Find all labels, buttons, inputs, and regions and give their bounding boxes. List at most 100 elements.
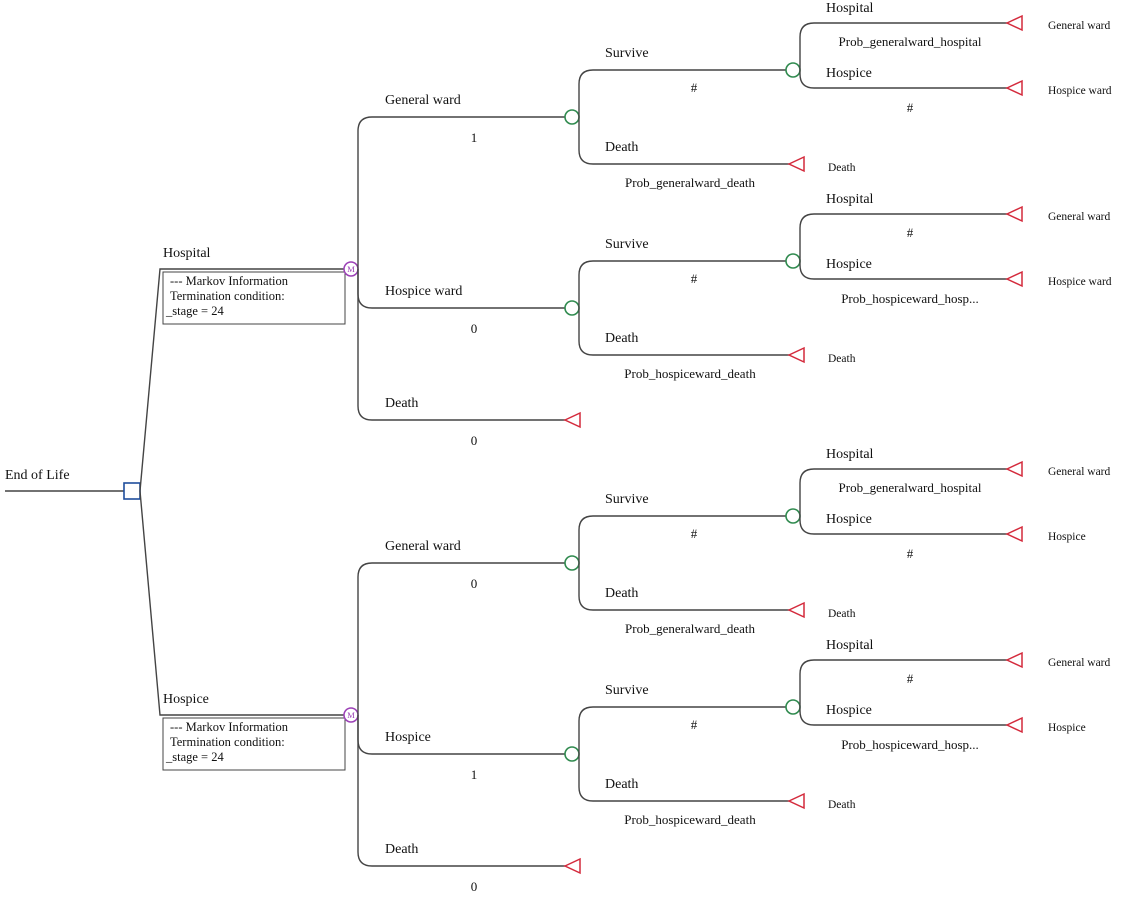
chance-node-icon [785, 699, 801, 715]
state-probability: 0 [471, 321, 478, 336]
chance-node-icon [785, 508, 801, 524]
markov-info-line: _stage = 24 [165, 750, 224, 764]
state-probability: 1 [471, 767, 478, 782]
survive-probability: # [691, 526, 698, 541]
state-label: General ward [385, 539, 461, 554]
outcome-label: Hospital [826, 638, 874, 653]
terminal-label: General ward [1048, 211, 1111, 223]
outcome-label: Hospital [826, 192, 874, 207]
terminal-label: Death [828, 162, 856, 174]
survive-probability: # [691, 271, 698, 286]
terminal-node-icon [787, 792, 805, 810]
state-probability: 0 [471, 433, 478, 448]
terminal-label: Death [828, 799, 856, 811]
outcome-label: Hospice [826, 512, 872, 527]
survive-label: Survive [605, 237, 649, 252]
death-probability: Prob_generalward_death [625, 175, 755, 190]
outcome-branch-line [799, 213, 1007, 261]
terminal-label: Hospice ward [1048, 85, 1112, 97]
survive-label: Survive [605, 46, 649, 61]
terminal-node-icon [563, 857, 581, 875]
markov-node-letter: M [347, 264, 355, 274]
outcome-branch-line [799, 516, 1007, 535]
markov-info-box-frame [162, 271, 346, 325]
strategy-label: Hospital [163, 246, 211, 261]
survive-probability: # [691, 717, 698, 732]
death-label: Death [605, 777, 638, 792]
outcome-label: Hospital [826, 1, 874, 16]
root-label: End of Life [5, 468, 70, 483]
markov-info-line: --- Markov Information [170, 274, 289, 288]
chance-node-icon [785, 253, 801, 269]
outcome-label: Hospice [826, 703, 872, 718]
terminal-label: General ward [1048, 20, 1111, 32]
terminal-label: Hospice [1048, 722, 1086, 734]
outcome-branch-line [799, 70, 1007, 89]
outcome-probability: # [907, 100, 914, 115]
state-branch-line [357, 562, 565, 715]
markov-info-box-frame [162, 717, 346, 771]
strategy-branch-line [139, 268, 344, 492]
state-probability: 1 [471, 130, 478, 145]
outcome-branch-line [799, 707, 1007, 726]
chance-node-icon [564, 746, 580, 762]
survive-label: Survive [605, 492, 649, 507]
outcome-probability: # [907, 671, 914, 686]
outcome-probability: Prob_generalward_hospital [839, 480, 982, 495]
terminal-node-icon [787, 346, 805, 364]
survive-probability: # [691, 80, 698, 95]
terminal-label: Death [828, 608, 856, 620]
survive-branch-line [578, 706, 786, 754]
terminal-label: General ward [1048, 466, 1111, 478]
terminal-label: Hospice ward [1048, 276, 1112, 288]
death-label: Death [605, 331, 638, 346]
terminal-node-icon [563, 411, 581, 429]
terminal-node-icon [787, 155, 805, 173]
state-branch-line [357, 715, 565, 867]
terminal-node-icon [1005, 205, 1023, 223]
terminal-node-icon [1005, 525, 1023, 543]
chance-node-icon [564, 109, 580, 125]
state-branch-line [357, 269, 565, 421]
chance-node-icon [564, 555, 580, 571]
death-branch-line [578, 117, 789, 165]
terminal-node-icon [1005, 79, 1023, 97]
outcome-probability: # [907, 546, 914, 561]
state-branch-line [357, 116, 565, 269]
outcome-label: Hospice [826, 257, 872, 272]
strategy-branch-line [139, 490, 344, 716]
death-probability: Prob_hospiceward_death [624, 366, 756, 381]
terminal-node-icon [1005, 270, 1023, 288]
outcome-branch-line [799, 261, 1007, 280]
terminal-label: General ward [1048, 657, 1111, 669]
markov-info-line: _stage = 24 [165, 304, 224, 318]
death-branch-line [578, 754, 789, 802]
terminal-node-icon [1005, 14, 1023, 32]
death-probability: Prob_generalward_death [625, 621, 755, 636]
outcome-probability: Prob_generalward_hospital [839, 34, 982, 49]
state-probability: 0 [471, 879, 478, 894]
death-probability: Prob_hospiceward_death [624, 812, 756, 827]
terminal-node-icon [1005, 460, 1023, 478]
terminal-node-icon [1005, 651, 1023, 669]
markov-info-line: --- Markov Information [170, 720, 289, 734]
outcome-label: Hospital [826, 447, 874, 462]
survive-branch-line [578, 260, 786, 308]
death-label: Death [605, 586, 638, 601]
outcome-label: Hospice [826, 66, 872, 81]
state-label: Hospice [385, 730, 431, 745]
death-branch-line [578, 308, 789, 356]
outcome-probability: Prob_hospiceward_hosp... [841, 291, 979, 306]
state-label: General ward [385, 93, 461, 108]
survive-label: Survive [605, 683, 649, 698]
state-probability: 0 [471, 576, 478, 591]
outcome-branch-line [799, 659, 1007, 707]
markov-info-line: Termination condition: [170, 735, 285, 749]
state-label: Hospice ward [385, 284, 462, 299]
terminal-label: Hospice [1048, 531, 1086, 543]
strategy-label: Hospice [163, 692, 209, 707]
chance-node-icon [564, 300, 580, 316]
